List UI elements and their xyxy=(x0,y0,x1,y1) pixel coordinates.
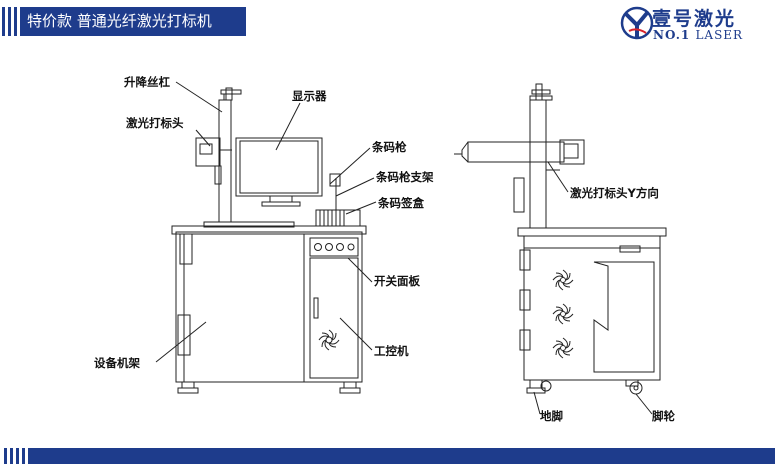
cabinet-body xyxy=(175,231,363,383)
logo-en-sub: LASER xyxy=(695,28,744,42)
label-laser-head: 激光打标头 xyxy=(126,116,184,130)
label-caster: 脚轮 xyxy=(652,409,675,423)
title-bar xyxy=(20,7,246,36)
label-lift-screw: 升降丝杠 xyxy=(124,75,170,89)
table-top xyxy=(171,225,367,235)
label-barcode-box: 条码签盒 xyxy=(378,196,424,210)
logo-icon xyxy=(620,6,654,40)
label-barcode-gun-stand: 条码枪支架 xyxy=(376,170,434,184)
label-switch-panel: 开关面板 xyxy=(374,274,420,288)
side-fans xyxy=(552,269,574,359)
label-foot: 地脚 xyxy=(540,409,563,423)
title-decoration xyxy=(0,7,19,36)
header: 特价款 普通光纤激光打标机 壹号激光 NO.1 LASER xyxy=(0,0,775,44)
label-equipment-frame: 设备机架 xyxy=(94,356,140,370)
page-title: 特价款 普通光纤激光打标机 xyxy=(27,12,212,30)
pc-compartment xyxy=(309,257,359,379)
monitor-shape xyxy=(235,137,323,197)
side-cabinet xyxy=(523,235,661,381)
footer-stripe xyxy=(28,448,775,464)
logo-english: NO.1 LASER xyxy=(653,28,743,42)
fan-symbol xyxy=(318,329,340,351)
label-display: 显示器 xyxy=(292,89,327,103)
side-column xyxy=(529,99,547,229)
laser-head-shape xyxy=(195,137,221,167)
side-arm xyxy=(467,141,565,163)
label-barcode-gun: 条码枪 xyxy=(372,140,407,154)
column xyxy=(218,99,232,223)
label-industrial-pc: 工控机 xyxy=(374,344,409,358)
switch-panel-shape xyxy=(309,237,359,257)
label-laser-head-y: 激光打标头Y方向 xyxy=(570,186,659,200)
brand-logo: 壹号激光 NO.1 LASER xyxy=(620,2,770,44)
machine-drawing: 升降丝杠 激光打标头 显示器 条码枪 条码枪支架 条码签盒 开关面板 设备机架 … xyxy=(0,44,775,448)
barcode-box-shape xyxy=(315,209,361,227)
logo-en-main: NO.1 xyxy=(653,28,691,42)
machine-diagram xyxy=(155,81,667,415)
footer-bar xyxy=(0,448,775,464)
logo-chinese: 壹号激光 xyxy=(652,8,737,30)
